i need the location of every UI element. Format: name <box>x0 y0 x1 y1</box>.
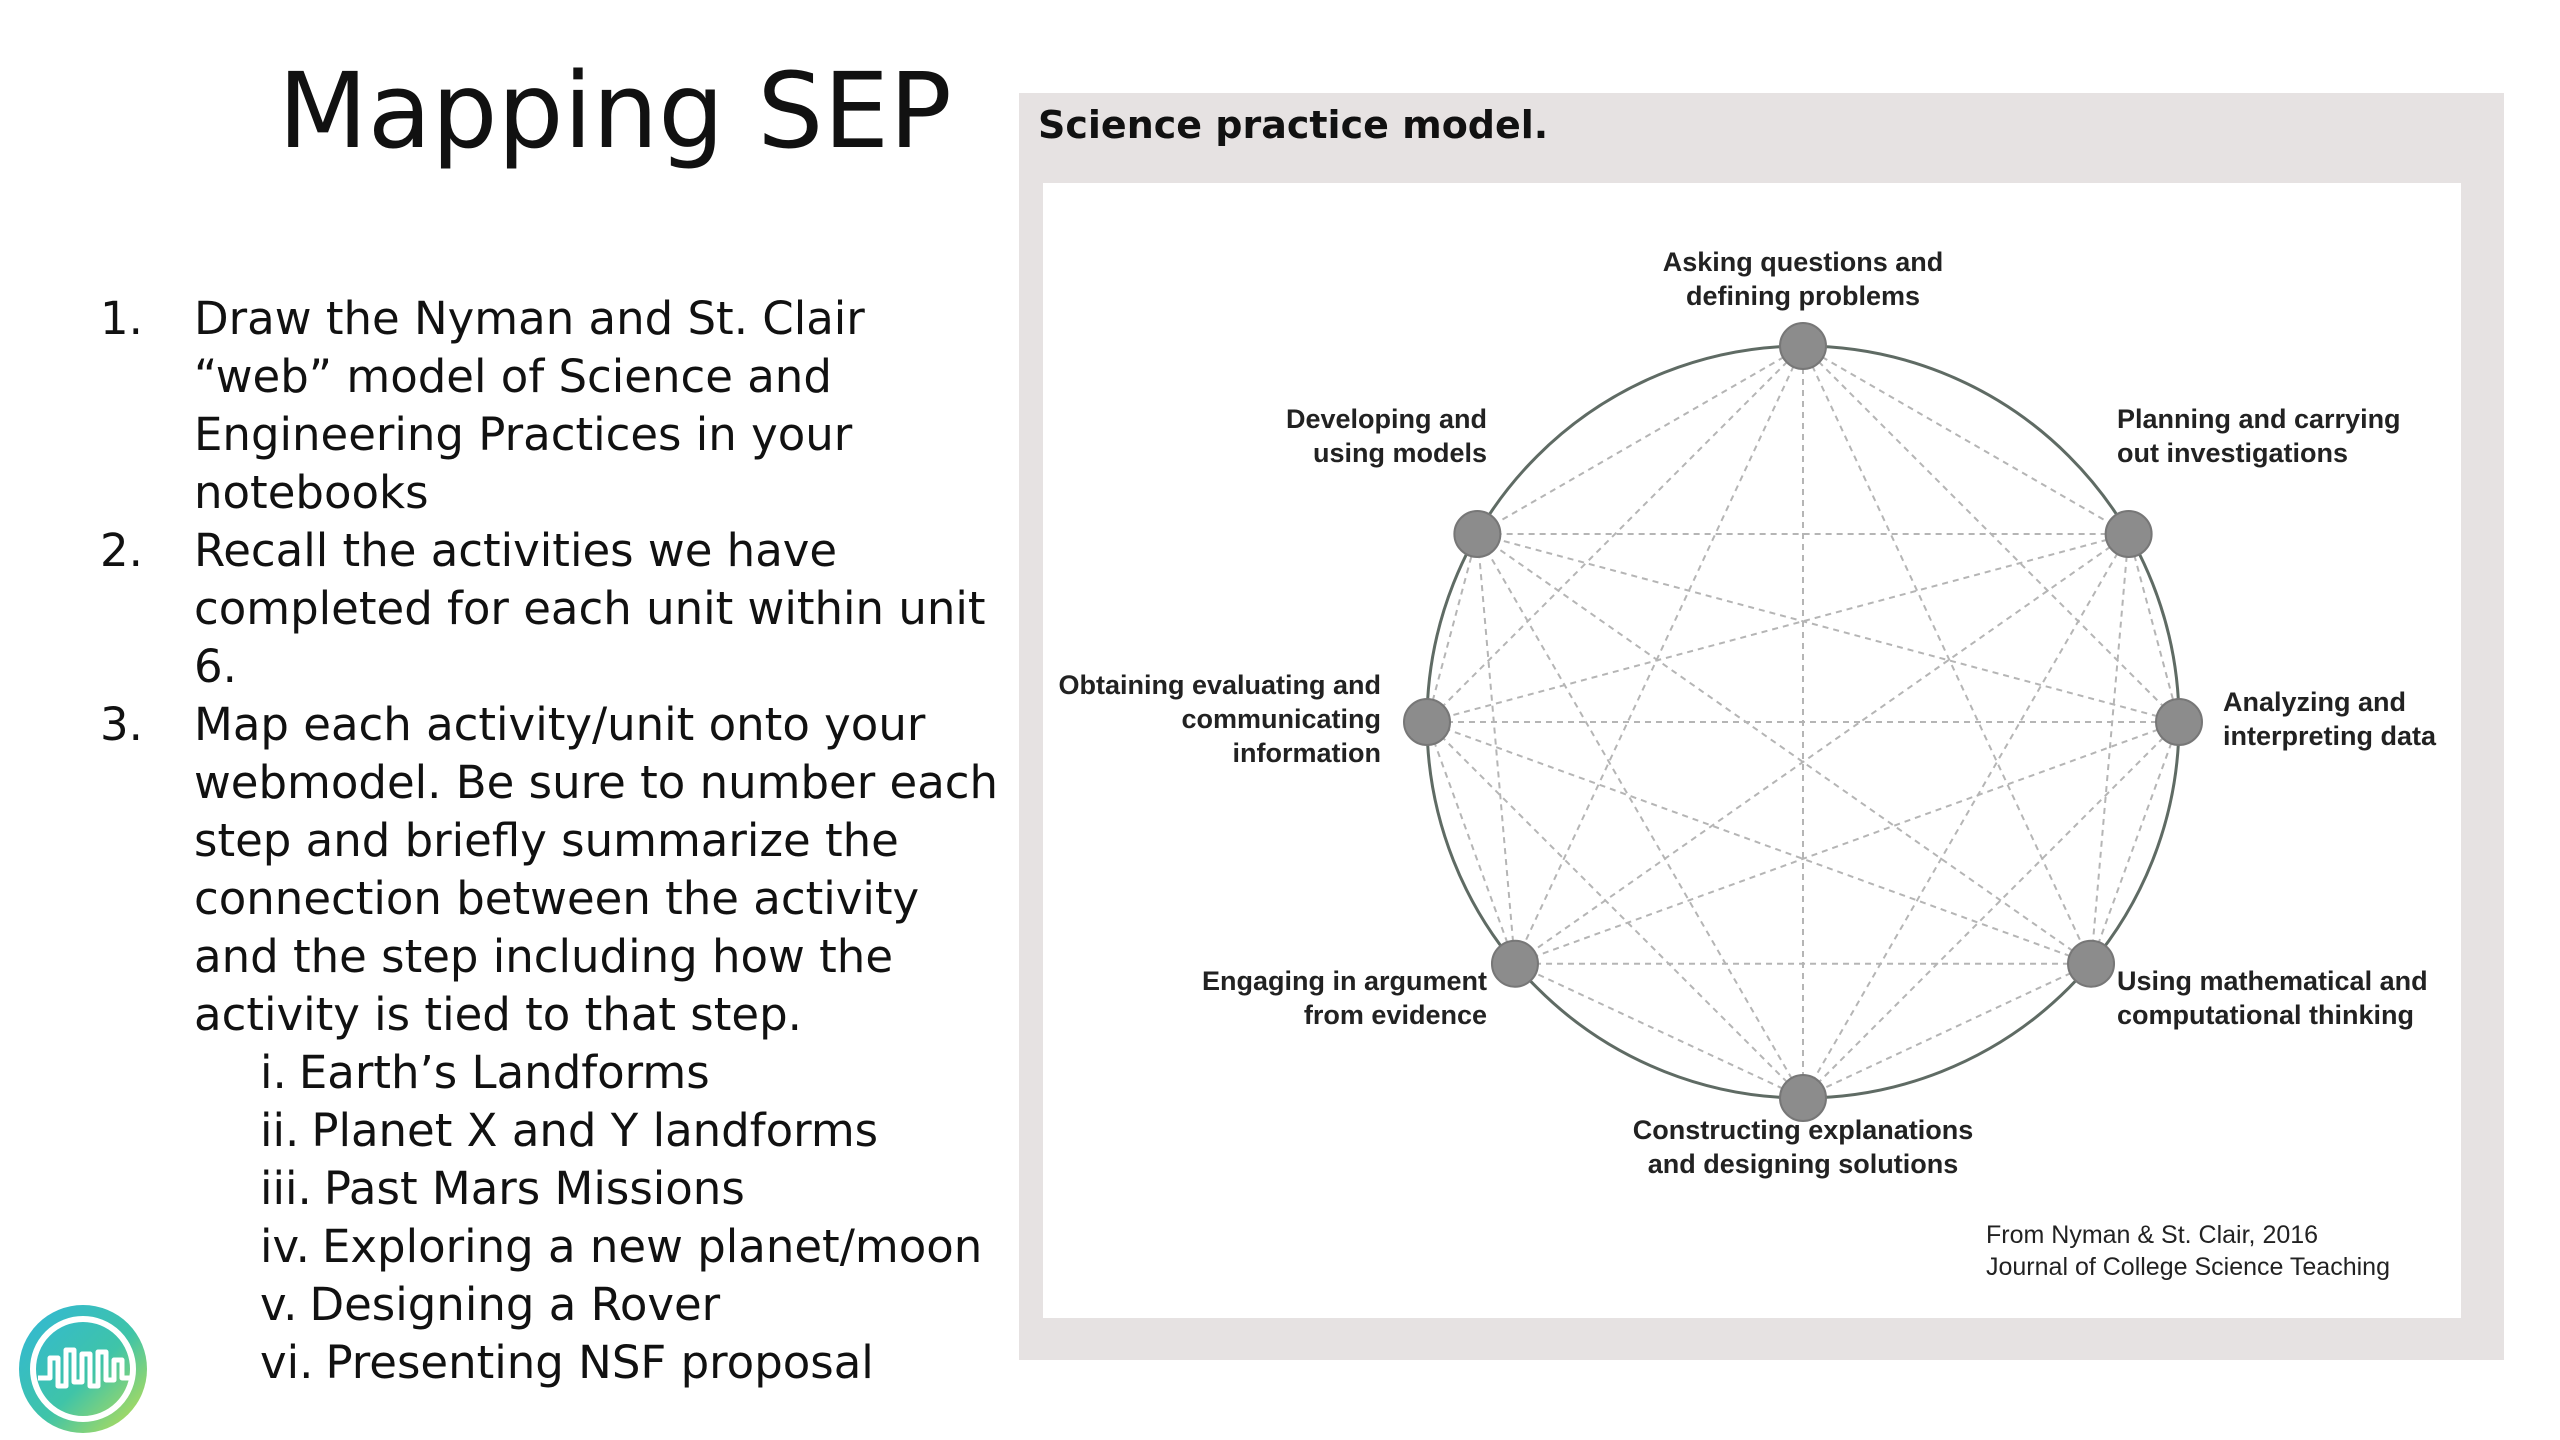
web-connection-line <box>1477 533 2180 723</box>
sub-item-number: i. <box>260 1046 287 1099</box>
node-constructing-explanations <box>1779 1074 1827 1122</box>
web-connection-line <box>1476 533 2092 965</box>
step-number: 2. <box>100 524 143 577</box>
figure-caption: Science practice model. <box>1038 103 1549 147</box>
instruction-list: 1. Draw the Nyman and St. Clair “web” mo… <box>100 290 1000 1392</box>
sub-list-item: v.Designing a Rover <box>100 1276 1000 1334</box>
web-connection-line <box>1426 721 1516 965</box>
node-analyzing-data <box>2155 698 2203 746</box>
sub-item-number: v. <box>260 1278 298 1331</box>
web-connection-line <box>1514 533 2130 965</box>
step-text: Map each activity/unit onto your webmode… <box>194 698 999 1041</box>
web-connection-line <box>1426 721 1804 1099</box>
sub-list-item: iii.Past Mars Missions <box>100 1160 1000 1218</box>
node-engaging-argument <box>1490 939 1539 988</box>
node-mathematical-thinking <box>2067 939 2116 988</box>
web-connection-line <box>1426 721 2092 965</box>
sub-list: i.Earth’s Landforms ii. Planet X and Y la… <box>100 1044 1000 1392</box>
web-connection-line <box>1426 533 1479 723</box>
sub-item-text: Presenting NSF proposal <box>325 1336 874 1389</box>
step-text: Recall the activities we have completed … <box>194 524 986 693</box>
node-obtaining-information <box>1403 698 1451 746</box>
node-planning-investigations <box>2104 510 2153 558</box>
node-developing-models <box>1453 510 1502 558</box>
web-connection-line <box>1476 533 1516 964</box>
sub-item-text: Planet X and Y landforms <box>311 1104 879 1157</box>
node-asking-questions <box>1779 322 1827 370</box>
sub-list-item: ii. Planet X and Y landforms <box>100 1102 1000 1160</box>
sub-item-number: iv. <box>260 1220 310 1273</box>
web-connection-line <box>1802 962 2092 1099</box>
logo-icon <box>19 1305 147 1433</box>
sub-item-text: Past Mars Missions <box>323 1162 745 1215</box>
list-item: 1. Draw the Nyman and St. Clair “web” mo… <box>100 290 1000 522</box>
figure-panel: Science practice model. Asking questions… <box>1019 93 2504 1360</box>
step-number: 1. <box>100 292 143 345</box>
web-connection-line <box>1802 721 2180 1099</box>
sub-item-text: Designing a Rover <box>309 1278 721 1331</box>
slide-title: Mapping SEP <box>278 50 952 172</box>
web-lines <box>1426 345 2180 1099</box>
sub-item-number: vi. <box>260 1336 314 1389</box>
list-item: 2. Recall the activities we have complet… <box>100 522 1000 696</box>
web-connection-line <box>1514 962 1804 1099</box>
list-item: 3. Map each activity/unit onto your webm… <box>100 696 1000 1044</box>
sub-item-number: iii. <box>260 1162 312 1215</box>
web-connection-line <box>1802 533 2130 1099</box>
web-connection-line <box>1514 721 2180 965</box>
web-connection-line <box>1802 345 2092 965</box>
web-nodes <box>1403 322 2203 1122</box>
web-connection-line <box>1476 533 1804 1099</box>
web-connection-line <box>2090 533 2130 964</box>
web-connection-line <box>1426 533 2129 723</box>
web-connection-line <box>2127 533 2180 723</box>
web-connection-line <box>2090 721 2180 965</box>
web-connection-line <box>1476 345 1804 535</box>
sub-list-item: iv.Exploring a new planet/moon <box>100 1218 1000 1276</box>
web-connection-line <box>1426 345 1804 723</box>
step-number: 3. <box>100 698 143 751</box>
sub-list-item: i.Earth’s Landforms <box>100 1044 1000 1102</box>
web-connection-line <box>1802 345 2130 535</box>
sub-list-item: vi.Presenting NSF proposal <box>100 1334 1000 1392</box>
web-connection-line <box>1514 345 1804 965</box>
sub-item-text: Earth’s Landforms <box>298 1046 710 1099</box>
sub-item-text: Exploring a new planet/moon <box>321 1220 983 1273</box>
sub-item-number: ii. <box>260 1104 300 1157</box>
step-text: Draw the Nyman and St. Clair “web” model… <box>194 292 865 519</box>
